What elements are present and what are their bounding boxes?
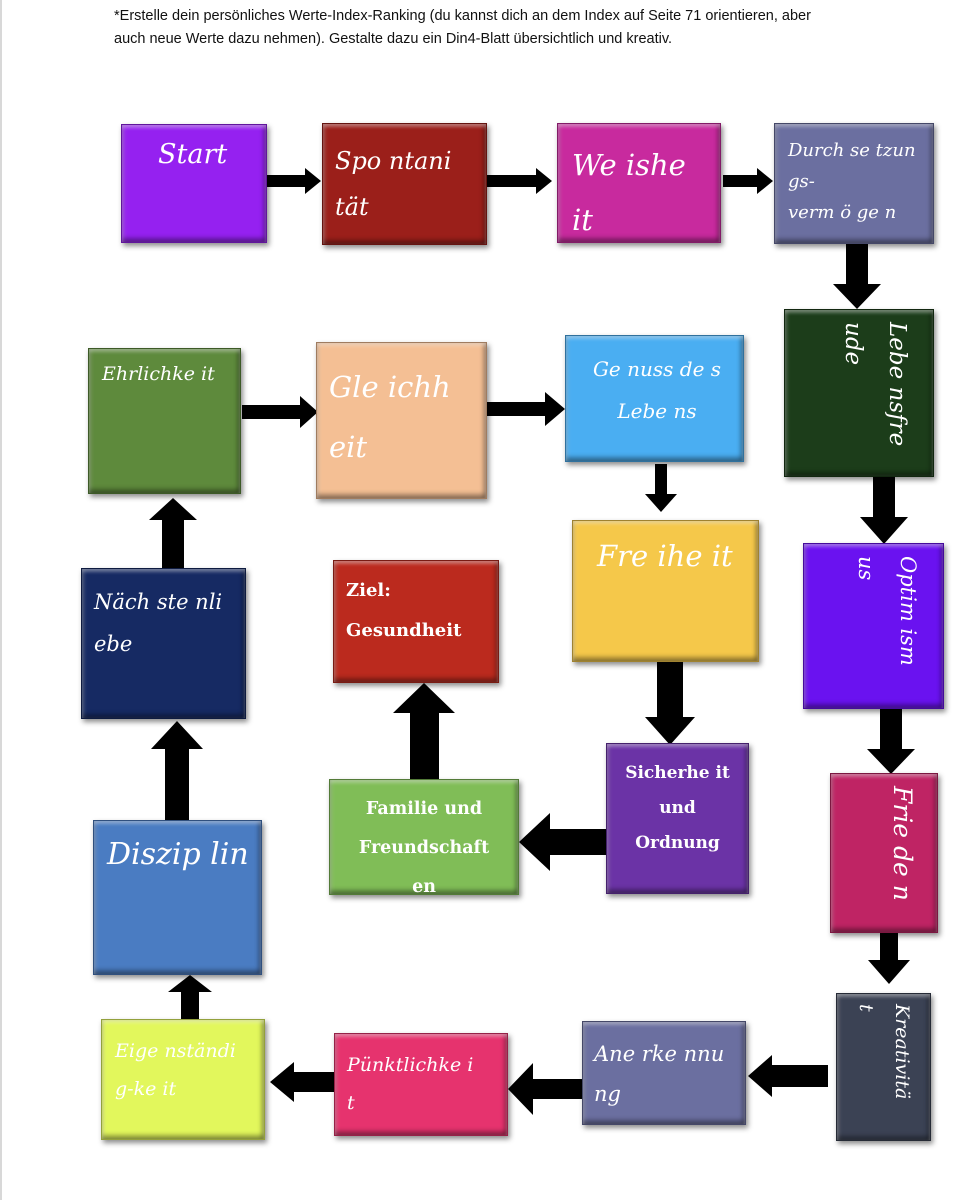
arrow-down — [868, 932, 910, 984]
box-spontanitaet-label: Spo ntani tät — [335, 147, 452, 221]
box-familie-und-freundschaften: Familie und Freundschaft en — [329, 779, 519, 895]
arrow-down — [645, 464, 677, 512]
arrow-right — [487, 168, 552, 194]
box-eigenstaendigkeit: Eige nständi g-ke it — [101, 1019, 265, 1140]
arrow-left — [508, 1063, 582, 1115]
box-ziel-gesundheit: Ziel: Gesundheit — [333, 560, 499, 683]
arrow-down — [860, 477, 908, 544]
arrow-up — [151, 721, 203, 820]
box-ehrlichkeit-label: Ehrlichke it — [102, 363, 215, 385]
box-familie-und-freundschaften-label: Familie und Freundschaft en — [358, 799, 490, 895]
arrow-right — [242, 396, 318, 428]
arrow-right — [260, 168, 321, 194]
box-sicherheit-und-ordnung: Sicherhe it und Ordnung — [606, 743, 749, 894]
arrow-left — [519, 813, 607, 871]
box-eigenstaendigkeit-label: Eige nständi g-ke it — [115, 1040, 236, 1100]
arrow-right — [723, 168, 773, 194]
page-margin-line — [0, 0, 2, 1200]
arrow-down — [833, 243, 881, 309]
box-genuss-des-lebens-label: Ge nuss de s Lebe ns — [592, 357, 722, 423]
box-weisheit: We ishe it — [557, 123, 721, 243]
box-weisheit-label: We ishe it — [572, 148, 686, 237]
box-frieden: Frie de n — [830, 773, 938, 933]
arrow-left — [748, 1055, 828, 1097]
box-sicherheit-und-ordnung-label: Sicherhe it und Ordnung — [625, 763, 730, 853]
box-durchsetzungsvermoegen-label: Durch se tzun gs- verm ö ge n — [788, 140, 916, 223]
box-anerkennung: Ane rke nnu ng — [582, 1021, 746, 1125]
box-genuss-des-lebens: Ge nuss de s Lebe ns — [565, 335, 744, 462]
box-frieden-label: Frie de n — [888, 786, 917, 901]
arrow-up — [149, 498, 197, 569]
box-naechstenliebe: Näch ste nli ebe — [81, 568, 246, 719]
box-kreativitaet-label: Kreativitä t — [855, 1004, 913, 1100]
box-start-label: Start — [158, 139, 228, 170]
box-disziplin-label: Diszip lin — [107, 837, 249, 872]
box-puenktlichkeit: Pünktlichke i t — [334, 1033, 508, 1136]
box-ehrlichkeit: Ehrlichke it — [88, 348, 241, 494]
box-ziel-gesundheit-label: Ziel: Gesundheit — [346, 580, 462, 641]
box-anerkennung-label: Ane rke nnu ng — [594, 1042, 725, 1106]
box-freiheit-label: Fre ihe it — [597, 539, 733, 573]
arrow-down — [867, 708, 915, 774]
instruction-text: *Erstelle dein persönliches Werte-Index-… — [114, 8, 811, 47]
box-puenktlichkeit-label: Pünktlichke i t — [347, 1054, 474, 1114]
arrow-right — [487, 392, 565, 426]
box-spontanitaet: Spo ntani tät — [322, 123, 487, 245]
box-lebensfreude-label: Lebe nsfre ude — [840, 322, 910, 447]
arrow-left — [270, 1062, 334, 1102]
box-kreativitaet: Kreativitä t — [836, 993, 931, 1141]
box-start: Start — [121, 124, 267, 243]
arrow-down — [645, 662, 695, 745]
box-optimismus-label: Optim ism us — [854, 556, 920, 666]
box-freiheit: Fre ihe it — [572, 520, 759, 662]
box-durchsetzungsvermoegen: Durch se tzun gs- verm ö ge n — [774, 123, 934, 244]
box-naechstenliebe-label: Näch ste nli ebe — [94, 590, 223, 656]
box-gleichheit-label: Gle ichh eit — [329, 370, 451, 464]
box-disziplin: Diszip lin — [93, 820, 262, 975]
box-gleichheit: Gle ichh eit — [316, 342, 487, 499]
box-optimismus: Optim ism us — [803, 543, 944, 709]
arrow-up — [393, 683, 455, 780]
arrow-up — [168, 975, 212, 1019]
box-lebensfreude: Lebe nsfre ude — [784, 309, 934, 477]
